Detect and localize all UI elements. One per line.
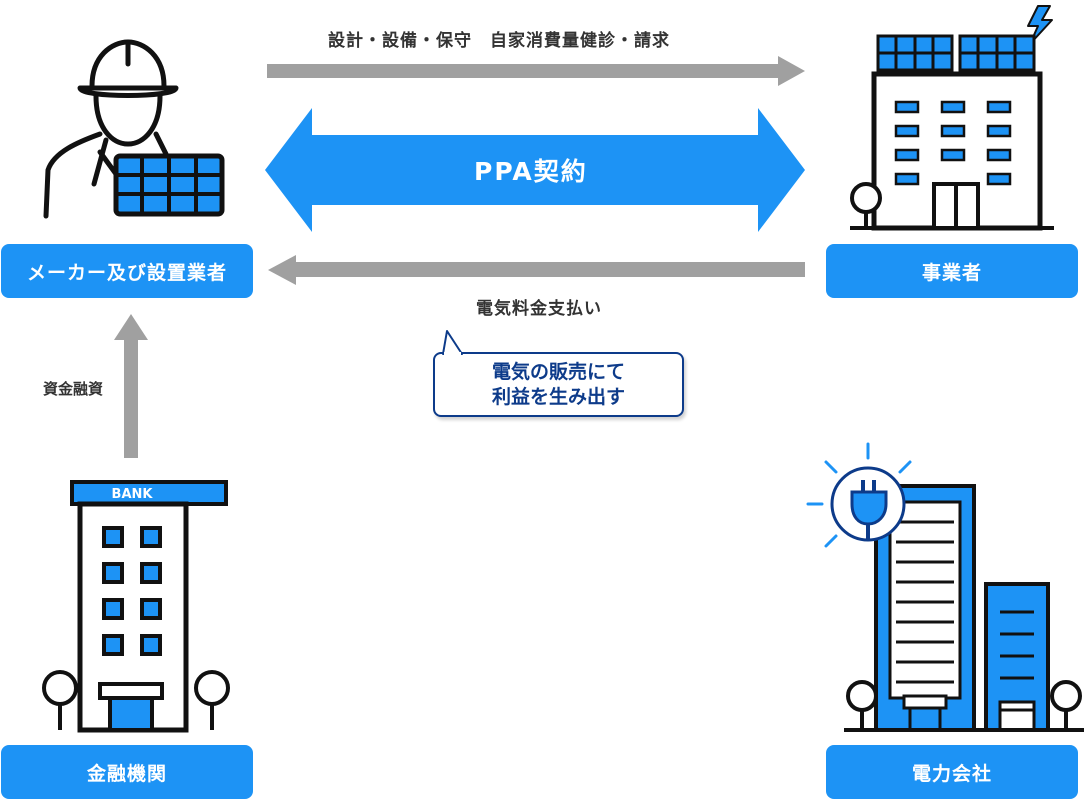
bank-sign-text: BANK <box>112 487 154 502</box>
installer-box: メーカー及び設置業者 <box>1 244 253 298</box>
bank-box: 金融機関 <box>1 745 253 799</box>
worker-solar-icon <box>43 39 225 219</box>
finance-arrow-label: 資金融資 <box>43 380 104 398</box>
power-company-box: 電力会社 <box>826 745 1078 799</box>
business-box: 事業者 <box>826 244 1078 298</box>
plug-icon <box>850 480 888 540</box>
payment-arrow-label: 電気料金支払い <box>476 299 602 319</box>
power-company-building-icon <box>806 442 1084 732</box>
ppa-contract-label: PPA契約 <box>474 157 588 186</box>
bubble-line-1: 電気の販売にて <box>491 361 625 383</box>
office-solar-building-icon <box>850 5 1054 231</box>
bank-building-icon: BANK <box>42 480 230 733</box>
profit-speech-bubble: 電気の販売にて 利益を生み出す <box>433 352 684 417</box>
bubble-line-2: 利益を生み出す <box>491 386 625 408</box>
top-arrow-label: 設計・設備・保守 自家消費量健診・請求 <box>328 31 670 51</box>
